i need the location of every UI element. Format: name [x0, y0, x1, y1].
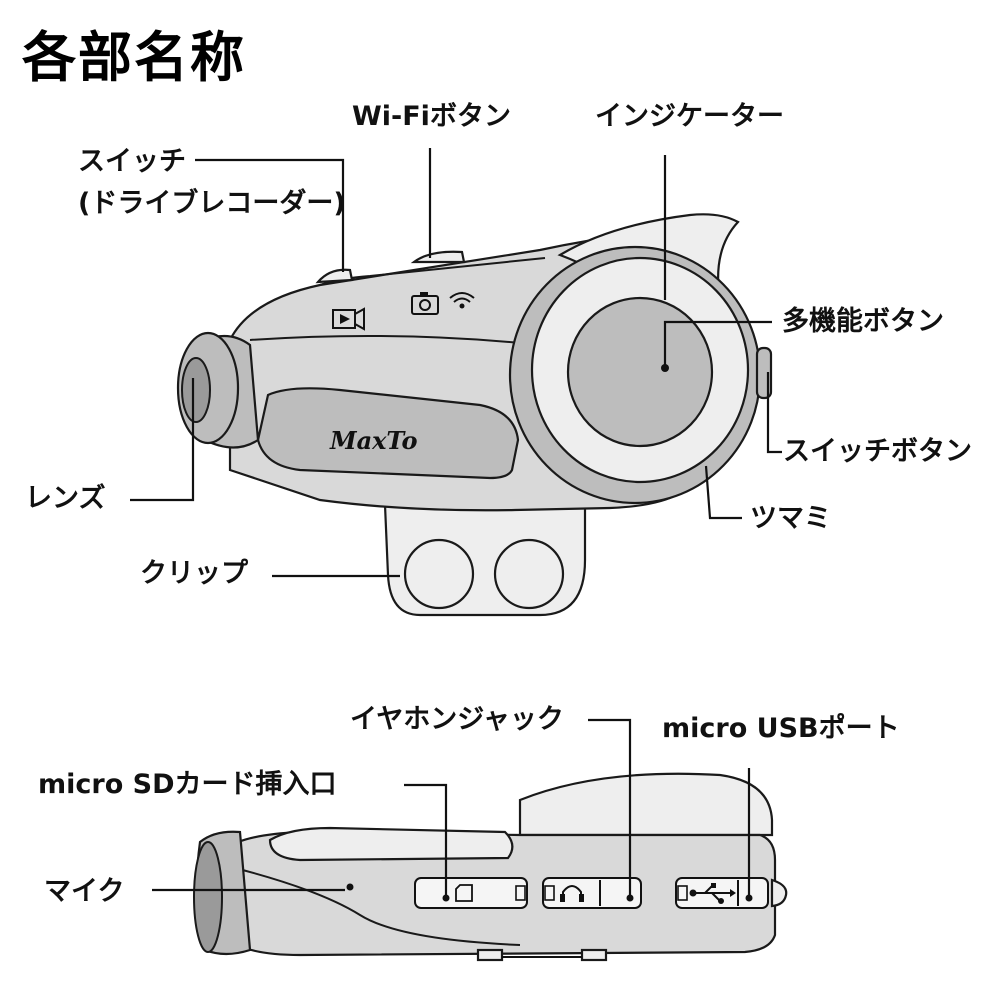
label-clip: クリップ — [140, 558, 249, 589]
label-switch-button: スイッチボタン — [783, 436, 972, 467]
video-camera-icon — [332, 307, 365, 331]
wifi-icon — [449, 292, 475, 309]
earphone-jack — [542, 877, 642, 909]
label-wifi-button: Wi-Fiボタン — [352, 101, 511, 132]
lens — [176, 331, 260, 449]
label-micro-sd: micro SDカード挿入口 — [38, 769, 337, 800]
label-micro-usb: micro USBポート — [662, 713, 900, 744]
brand-logo: MaxTo — [329, 426, 418, 455]
camera-icon — [411, 292, 439, 315]
sd-slot — [414, 877, 528, 909]
usb-port — [675, 877, 769, 909]
clip — [383, 498, 587, 617]
label-mic: マイク — [44, 876, 124, 907]
device-front-view: MaxTo — [176, 213, 773, 617]
label-switch-line2: (ドライブレコーダー) — [78, 187, 346, 219]
sd-card-icon — [455, 884, 473, 902]
device-side-view — [193, 772, 788, 962]
multi-function-knob — [508, 245, 762, 505]
label-lens: レンズ — [25, 482, 105, 514]
usb-icon — [689, 883, 736, 904]
headphone-icon — [560, 885, 584, 902]
label-indicator: インジケーター — [595, 101, 784, 132]
label-multi-button: 多機能ボタン — [782, 305, 944, 337]
page-title: 各部名称 — [22, 26, 246, 89]
label-earphone-jack: イヤホンジャック — [350, 704, 564, 735]
label-knob: ツマミ — [750, 503, 831, 534]
label-switch-line1: スイッチ — [78, 146, 186, 177]
mic-hole — [346, 883, 354, 891]
